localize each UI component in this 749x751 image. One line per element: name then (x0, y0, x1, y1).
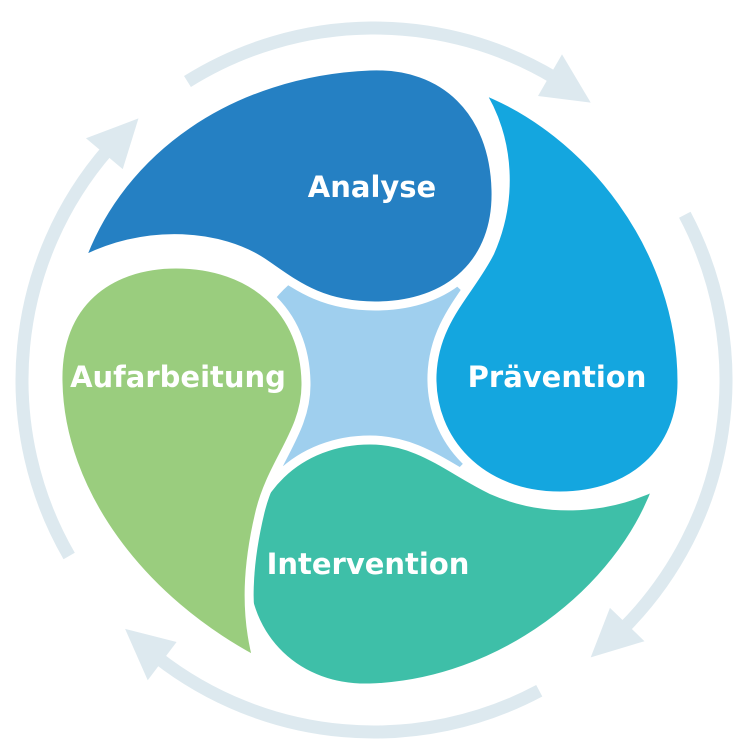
arrowhead-icon (125, 628, 177, 681)
label-intervention: Intervention (267, 547, 470, 581)
segment-aufarbeitung (53, 259, 311, 671)
arrowhead-icon (590, 607, 645, 658)
label-praevention: Prävention (468, 360, 647, 394)
segment-analyse (71, 61, 501, 311)
cycle-arrows (15, 21, 733, 739)
arrowhead-icon (85, 118, 139, 170)
label-aufarbeitung: Aufarbeitung (70, 360, 286, 394)
segment-praevention (427, 78, 687, 501)
arrow-arc (618, 211, 733, 634)
label-analyse: Analyse (308, 170, 436, 204)
arrow-arc (15, 144, 114, 560)
arrow-arc (153, 652, 543, 739)
arrowhead-icon (538, 54, 591, 103)
center-area (247, 253, 497, 503)
arrow-arc (184, 21, 559, 88)
